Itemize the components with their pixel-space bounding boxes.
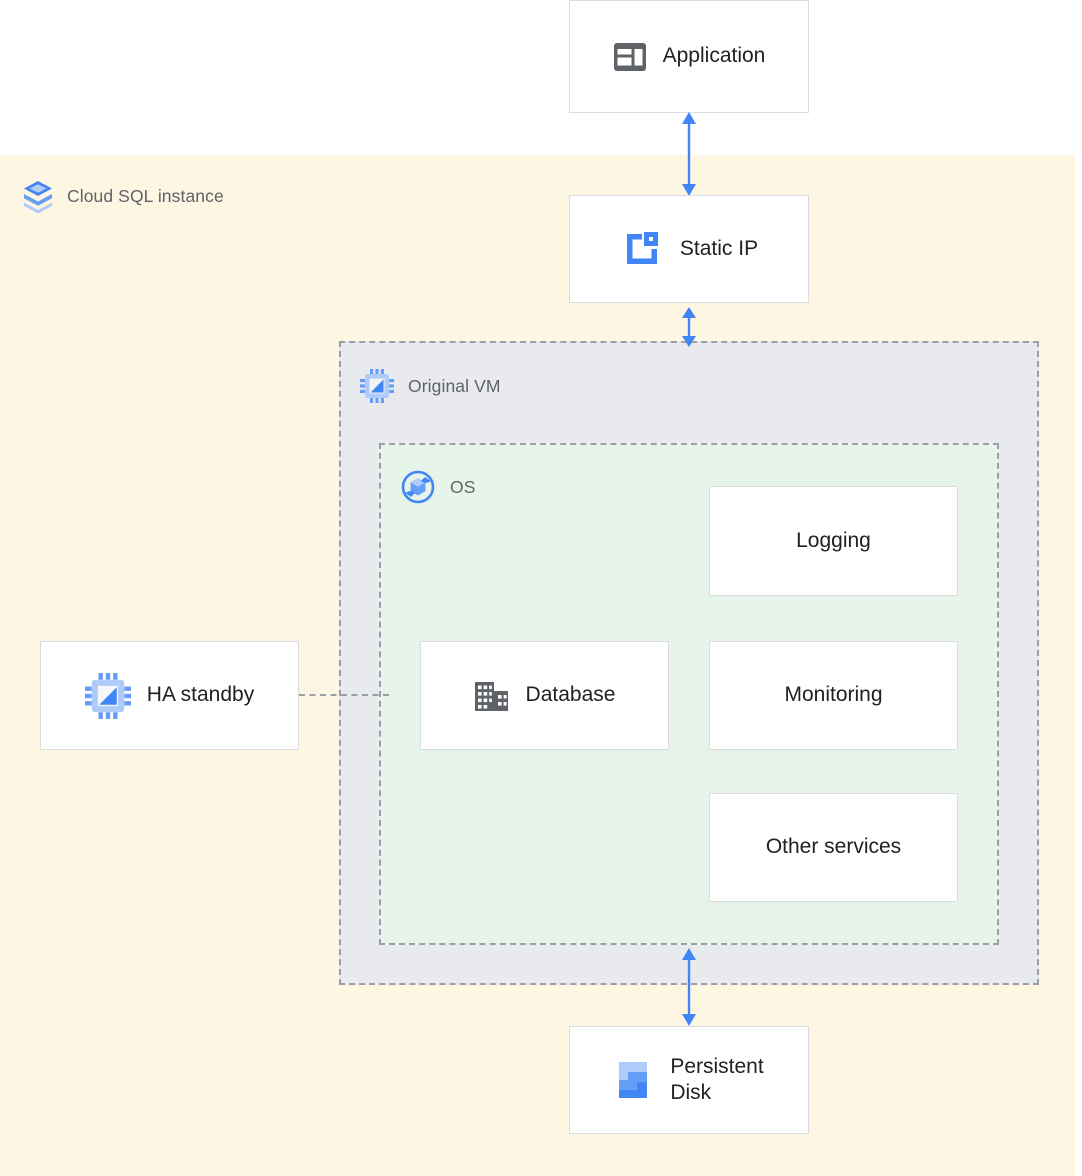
- database-node[interactable]: Database: [420, 641, 669, 750]
- database-icon: [474, 680, 510, 712]
- persistent-disk-label: Persistent Disk: [670, 1054, 764, 1104]
- cloud-sql-icon: [22, 179, 54, 214]
- monitoring-node[interactable]: Monitoring: [709, 641, 958, 750]
- static-ip-label: Static IP: [679, 236, 759, 260]
- application-node[interactable]: Application: [569, 0, 809, 113]
- application-label: Application: [662, 44, 766, 68]
- cloud-sql-instance-header: Cloud SQL instance: [22, 178, 224, 214]
- application-icon: [613, 42, 647, 72]
- other-services-node[interactable]: Other services: [709, 793, 958, 902]
- static-ip-to-vm-connector: [682, 307, 696, 347]
- logging-label: Logging: [796, 528, 871, 552]
- static-ip-icon: [620, 227, 664, 271]
- application-to-static-ip-connector: [682, 112, 696, 196]
- persistent-disk-icon: [614, 1060, 652, 1100]
- ha-standby-node[interactable]: HA standby: [40, 641, 299, 750]
- os-label: OS: [450, 476, 476, 497]
- static-ip-node[interactable]: Static IP: [569, 195, 809, 303]
- vm-chip-icon: [84, 672, 131, 719]
- os-header: OS: [400, 469, 476, 505]
- monitoring-label: Monitoring: [784, 683, 883, 707]
- ha-standby-to-vm-connector: [299, 694, 389, 698]
- os-icon: [400, 469, 436, 505]
- vm-chip-icon: [360, 369, 394, 403]
- original-vm-header: Original VM: [360, 368, 501, 404]
- persistent-disk-node[interactable]: Persistent Disk: [569, 1026, 809, 1134]
- ha-standby-label: HA standby: [146, 683, 255, 707]
- original-vm-label: Original VM: [408, 375, 501, 396]
- logging-node[interactable]: Logging: [709, 486, 958, 596]
- os-to-persistent-disk-connector: [682, 948, 696, 1026]
- cloud-sql-instance-label: Cloud SQL instance: [67, 185, 224, 206]
- database-label: Database: [525, 683, 616, 707]
- other-services-label: Other services: [765, 835, 902, 859]
